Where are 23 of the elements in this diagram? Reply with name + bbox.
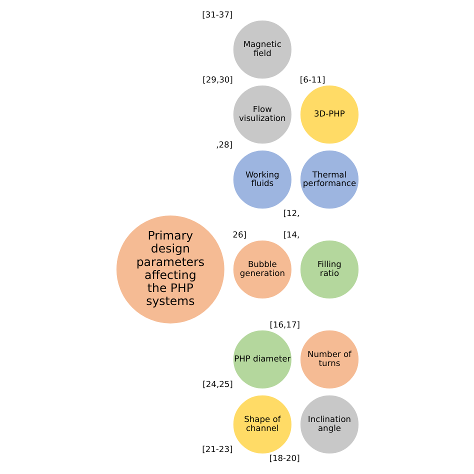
- node-circle: Filling ratio: [298, 239, 360, 300]
- node-label: 26]: [232, 229, 246, 240]
- node-circle: PHP diameter: [231, 329, 292, 390]
- node-label: [21-23]: [202, 444, 232, 454]
- node-label: [16,17]: [269, 319, 300, 330]
- node-label: [6-11]: [299, 74, 325, 84]
- node-label: [12,: [282, 208, 300, 218]
- node-circle: Inclination angle: [298, 394, 360, 455]
- node-label: [18-20]: [268, 452, 300, 463]
- node-label: ,28]: [216, 140, 232, 150]
- node-label: [14,: [282, 229, 300, 240]
- node-circle: Shape of channel: [231, 394, 292, 455]
- node-circle: Working fluids: [231, 149, 292, 210]
- node-label: [24,25]: [202, 378, 232, 389]
- node-circle: Thermal performance: [298, 149, 360, 210]
- node-circle: Flow visulization: [231, 84, 292, 145]
- node-label: [29,30]: [202, 74, 232, 84]
- node-circle: Bubble generation: [231, 239, 292, 300]
- node-label: [31-37]: [202, 9, 232, 20]
- node-circle: Number of turns: [298, 329, 360, 390]
- node-circle: Primary design parameters affecting the PHP systems: [114, 214, 226, 325]
- node-circle: 3D-PHP: [298, 84, 360, 145]
- node-circle: Magnetic field: [231, 19, 292, 80]
